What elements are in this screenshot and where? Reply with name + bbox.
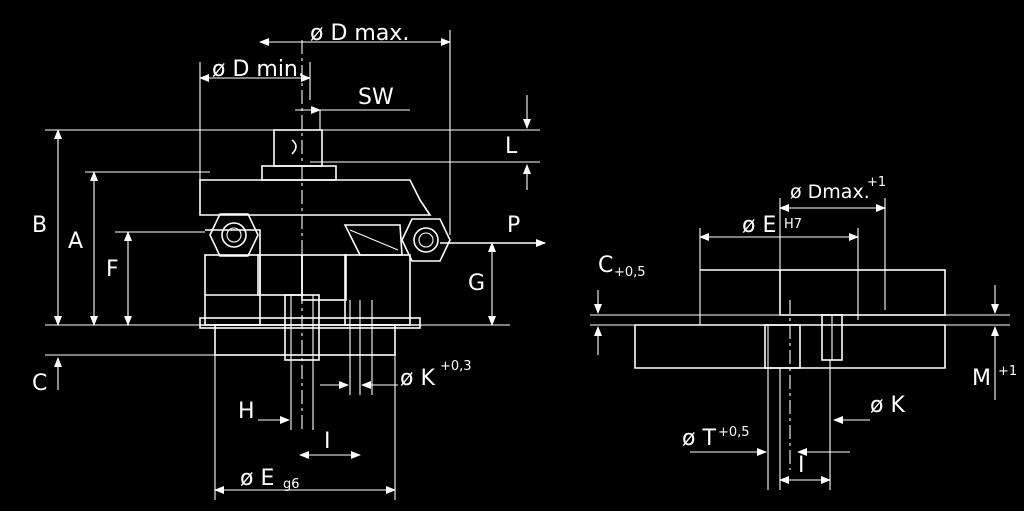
label-r-c-tol: +0,5 <box>614 265 646 280</box>
label-r-m: M <box>972 366 991 391</box>
label-K-tol: +0,3 <box>440 359 472 374</box>
label-E-tol: g6 <box>283 477 300 492</box>
label-r-c: C <box>598 253 613 278</box>
label-r-d-max-tol: +1 <box>867 175 886 190</box>
label-A: A <box>68 229 83 254</box>
label-d-max: ø D max. <box>310 21 409 46</box>
label-r-d-max: ø Dmax. <box>790 181 870 203</box>
label-r-k: ø K <box>870 393 905 418</box>
label-E: ø E <box>240 466 274 491</box>
label-r-t: ø T <box>682 426 716 451</box>
label-r-e-tol: H7 <box>784 217 802 232</box>
label-r-e: ø E <box>742 213 776 238</box>
right-view: ø Dmax. +1 ø E H7 C +0,5 M +1 ø K ø T +0… <box>590 175 1017 490</box>
clamp-body <box>199 179 432 326</box>
label-r-t-tol: +0,5 <box>718 425 750 440</box>
label-r-m-tol: +1 <box>998 364 1017 379</box>
label-r-i: I <box>798 453 805 478</box>
label-I: I <box>324 429 331 454</box>
label-K: ø K <box>400 366 435 391</box>
hex-nut-right <box>343 218 451 262</box>
label-H: H <box>238 399 255 424</box>
label-L: L <box>505 134 518 159</box>
upper-plate <box>779 269 946 316</box>
label-sw: SW <box>358 85 394 110</box>
label-C: C <box>32 371 47 396</box>
left-view: ø D max. ø D min. SW L B A F G P C ø K +… <box>32 21 546 500</box>
label-F: F <box>106 257 119 282</box>
label-d-min: ø D min. <box>212 57 305 82</box>
base-flange <box>199 294 421 430</box>
label-P: P <box>507 213 520 238</box>
label-B: B <box>32 213 47 238</box>
label-G: G <box>468 271 485 296</box>
hex-nut-left <box>209 213 259 257</box>
spindle-top <box>261 129 337 181</box>
